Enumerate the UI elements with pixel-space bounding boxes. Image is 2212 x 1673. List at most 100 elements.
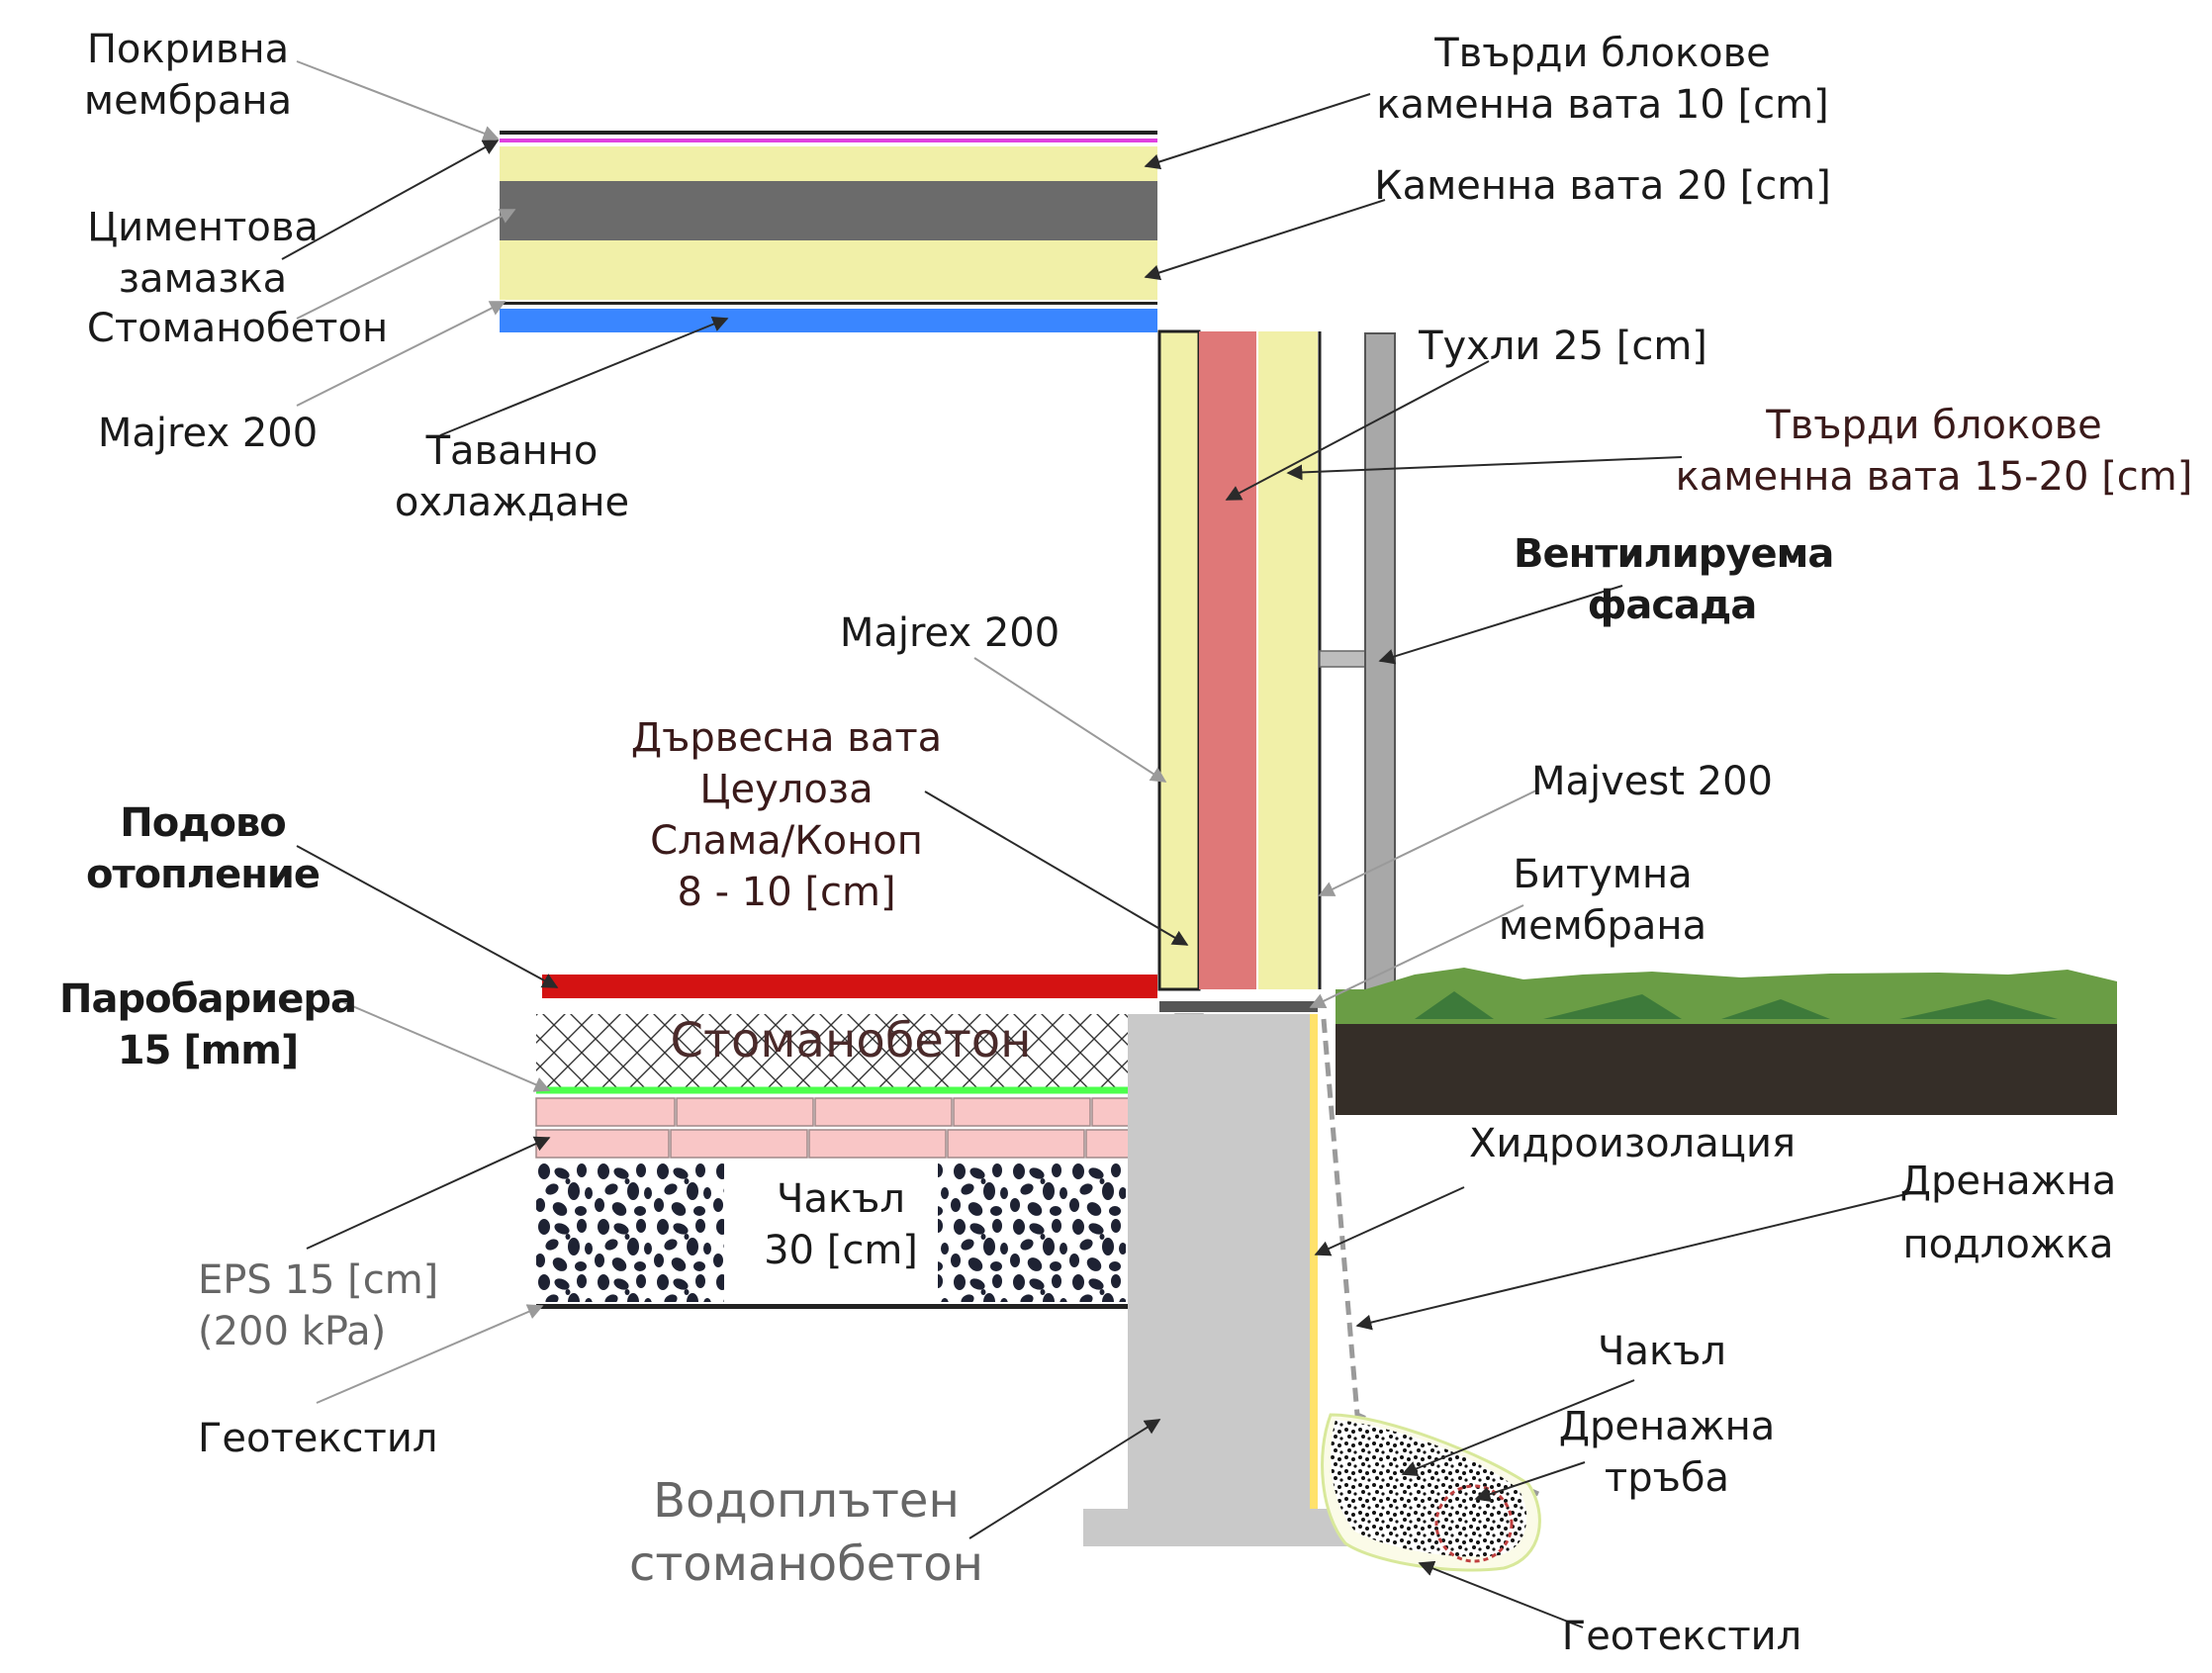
- label-line: каменна вата 15-20 [cm]: [1675, 454, 2193, 500]
- label-floor-heating: Подово отопление: [74, 797, 331, 900]
- label-geotextile-floor: Геотекстил: [198, 1413, 445, 1464]
- drain-gravel: [1331, 1420, 1527, 1557]
- label-line: Каменна вата 20 [cm]: [1374, 163, 1831, 209]
- label-line: Majrex 200: [839, 610, 1060, 656]
- grass-shade: [1721, 999, 1830, 1019]
- leader-drain-pipe: [1474, 1461, 1586, 1502]
- label-line: EPS 15 [cm]: [198, 1257, 439, 1303]
- eps-block: [814, 1097, 953, 1127]
- eps-layer: [535, 1097, 1204, 1159]
- label-line: Таванно: [425, 428, 599, 474]
- label-cement-screed: Циментова замазка: [69, 202, 336, 305]
- label-rigid-wool-15-20: Твърди блокове каменна вата 15-20 [cm]: [1662, 400, 2206, 503]
- label-line: 15 [mm]: [117, 1028, 300, 1073]
- gravel-left: [536, 1163, 724, 1302]
- label-majvest: Majvest 200: [1523, 756, 1781, 807]
- label-line: (200 kPa): [198, 1309, 387, 1354]
- label-line: каменна вата 10 [cm]: [1376, 82, 1829, 128]
- label-line: тръба: [1604, 1455, 1730, 1501]
- eps-block: [947, 1129, 1085, 1159]
- roof-assembly: [500, 131, 1157, 332]
- label-line: отопление: [86, 852, 321, 897]
- label-line: Стоманобетон: [670, 1013, 1032, 1069]
- label-line: охлаждане: [394, 480, 630, 525]
- label-line: Чакъл: [1598, 1329, 1726, 1374]
- grass-shade: [1899, 999, 2058, 1019]
- eps-block: [676, 1097, 814, 1127]
- leader-bricks: [1225, 360, 1490, 501]
- label-line: Стоманобетон: [86, 306, 389, 351]
- leader-geotextile-drain: [1418, 1560, 1584, 1628]
- roof-membrane-magenta: [500, 139, 1157, 142]
- label-line: Геотекстил: [1561, 1614, 1802, 1659]
- foundation-footing: [1083, 1509, 1355, 1546]
- leader-floor-heating: [296, 845, 559, 988]
- majrex-roof-line: [500, 302, 1157, 305]
- label-line: Дървесна вата: [630, 715, 943, 761]
- eps-block: [670, 1129, 808, 1159]
- label-reinforced-concrete-roof: Стоманобетон: [69, 303, 406, 354]
- label-line: Паробариера: [59, 976, 357, 1022]
- drain-pipe: [1434, 1484, 1514, 1563]
- label-line: Слама/Коноп: [650, 818, 923, 864]
- ground: [1336, 968, 2117, 1115]
- leader-rigid-wool-10: [1144, 93, 1371, 170]
- rigid-wool-10-layer: [500, 146, 1157, 181]
- floor-heating-layer: [542, 975, 1157, 998]
- leader-reinforced-concrete-roof: [296, 209, 516, 320]
- label-bricks: Тухли 25 [cm]: [1415, 321, 1711, 372]
- gravel-right: [938, 1163, 1126, 1302]
- label-eps: EPS 15 [cm] (200 kPa): [198, 1255, 445, 1357]
- label-line: подложка: [1902, 1222, 2114, 1267]
- leader-bitumen-membrane: [1309, 904, 1524, 1008]
- grass-shade: [1415, 991, 1494, 1019]
- brick-layer: [1199, 331, 1256, 989]
- label-gravel-drain: Чакъл: [1573, 1326, 1751, 1377]
- label-line: 8 - 10 [cm]: [677, 870, 896, 915]
- label-line: Твърди блокове: [1766, 403, 2102, 448]
- label-geotextile-drain: Геотекстил: [1553, 1611, 1810, 1662]
- label-rock-wool-20: Каменна вата 20 [cm]: [1355, 160, 1850, 212]
- leader-roof-membrane: [296, 60, 500, 141]
- label-bitumen-membrane: Битумна мембрана: [1484, 849, 1721, 952]
- label-line: Водоплътен: [653, 1473, 960, 1529]
- leader-waterproof-concrete: [968, 1419, 1161, 1539]
- ceiling-cooling-layer: [500, 309, 1157, 332]
- leader-majrex-wall: [973, 657, 1167, 783]
- leader-wood-wool: [924, 790, 1189, 946]
- leader-gravel-drain: [1401, 1379, 1635, 1476]
- label-drain-pipe: Дренажна тръба: [1543, 1401, 1791, 1504]
- leader-rock-wool-20: [1144, 199, 1386, 281]
- leader-lines: [281, 60, 1915, 1628]
- label-rigid-wool-10: Твърди блокове каменна вата 10 [cm]: [1345, 28, 1860, 131]
- geotextile-floor-line: [536, 1304, 1130, 1309]
- label-line: мембрана: [1498, 903, 1707, 949]
- label-line: замазка: [118, 256, 288, 302]
- leader-majvest: [1318, 789, 1539, 896]
- label-waterproofing: Хидроизолация: [1444, 1118, 1820, 1169]
- label-drainage-mat: Дренажна подложка: [1880, 1150, 2137, 1276]
- label-wood-wool: Дървесна вата Цеулоза Слама/Коноп 8 - 10…: [613, 712, 960, 918]
- eps-block: [953, 1097, 1091, 1127]
- label-line: Хидроизолация: [1468, 1121, 1797, 1166]
- soil: [1336, 1024, 2117, 1115]
- label-vapor-barrier: Паробариера 15 [mm]: [59, 974, 357, 1076]
- label-line: стоманобетон: [629, 1536, 983, 1592]
- slab-concrete-layer: [536, 1014, 1167, 1089]
- eps-block: [808, 1129, 947, 1159]
- leader-majrex-roof: [296, 301, 507, 407]
- leader-ventilated-facade: [1378, 585, 1623, 665]
- leader-eps: [306, 1136, 551, 1250]
- label-line: Вентилируема: [1514, 531, 1834, 577]
- leader-cement-screed: [281, 139, 500, 260]
- eps-block: [535, 1097, 676, 1127]
- label-majrex-wall: Majrex 200: [811, 607, 1088, 659]
- roof-membrane-line: [500, 131, 1157, 135]
- grass: [1336, 968, 2117, 1024]
- label-majrex-roof: Majrex 200: [79, 408, 336, 459]
- rock-wool-20-layer: [500, 240, 1157, 300]
- leader-waterproofing: [1314, 1186, 1465, 1256]
- cement-screed-layer: [500, 181, 1157, 240]
- rigid-wool-15-20-layer: [1258, 331, 1318, 989]
- label-line: Цеулоза: [699, 767, 874, 812]
